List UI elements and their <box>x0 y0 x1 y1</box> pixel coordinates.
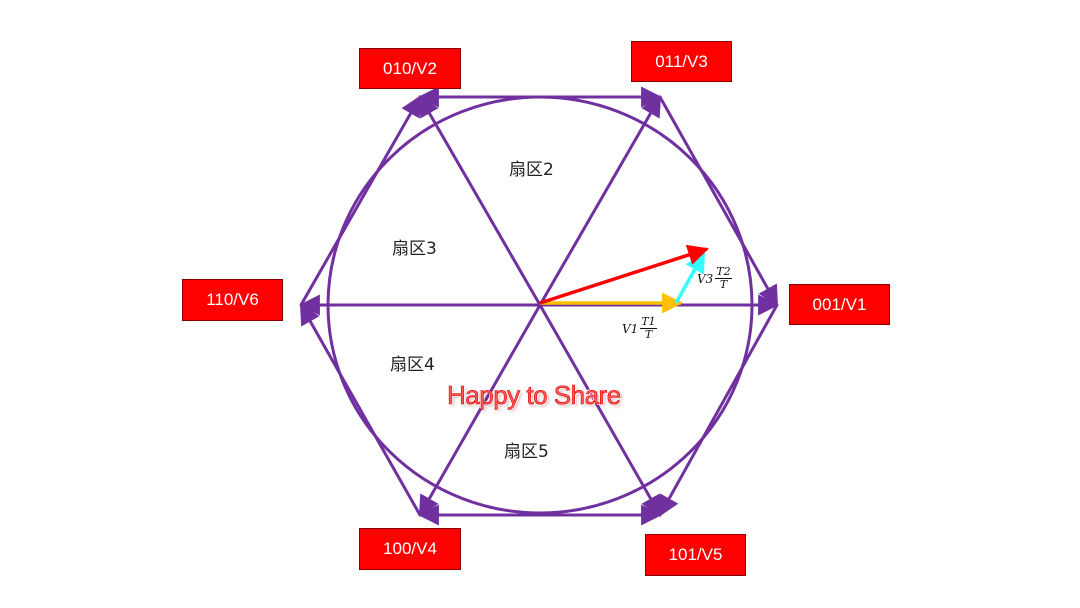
formula-v3-vector: V3 <box>697 271 714 286</box>
vector-line-v4 <box>418 304 542 517</box>
label-v1: 001/V1 <box>789 284 890 325</box>
sector-4-label: 扇区4 <box>390 355 435 375</box>
hexagon-edge-bottom-left <box>299 303 422 516</box>
formula-v3-t2: V3 T2 T <box>697 266 732 291</box>
formula-v3-fraction: T2 T <box>715 265 732 291</box>
formula-v1-vector: V1 <box>622 321 639 336</box>
formula-v3-denominator: T <box>719 278 728 291</box>
vector-line-v5 <box>538 304 662 517</box>
formula-v1-numerator: T1 <box>640 315 657 329</box>
formula-v1-denominator: T <box>644 328 653 341</box>
hexagon-edge-top-right <box>658 96 779 307</box>
vector-line-v3 <box>538 95 662 306</box>
label-v6: 110/V6 <box>182 279 283 321</box>
label-v2: 010/V2 <box>359 48 461 89</box>
watermark-text: Happy to Share <box>447 380 622 411</box>
sector-5-label: 扇区5 <box>504 442 549 462</box>
hexagon-edge-top-left <box>299 95 422 306</box>
sector-2-label: 扇区2 <box>509 160 554 180</box>
formula-v1-t1: V1 T1 T <box>622 316 657 341</box>
reference-vector-arrow <box>539 244 709 305</box>
label-v3: 011/V3 <box>631 41 732 82</box>
label-v4: 100/V4 <box>359 528 461 570</box>
hexagon-edge-bottom-right <box>658 304 779 517</box>
formula-v3-numerator: T2 <box>715 265 732 279</box>
formula-v1-fraction: T1 T <box>640 315 657 341</box>
basic-vectors <box>298 95 780 517</box>
vector-line-v2 <box>418 95 542 306</box>
sector-3-label: 扇区3 <box>392 239 437 259</box>
hexagon-outline <box>299 86 779 526</box>
label-v5: 101/V5 <box>645 534 746 576</box>
